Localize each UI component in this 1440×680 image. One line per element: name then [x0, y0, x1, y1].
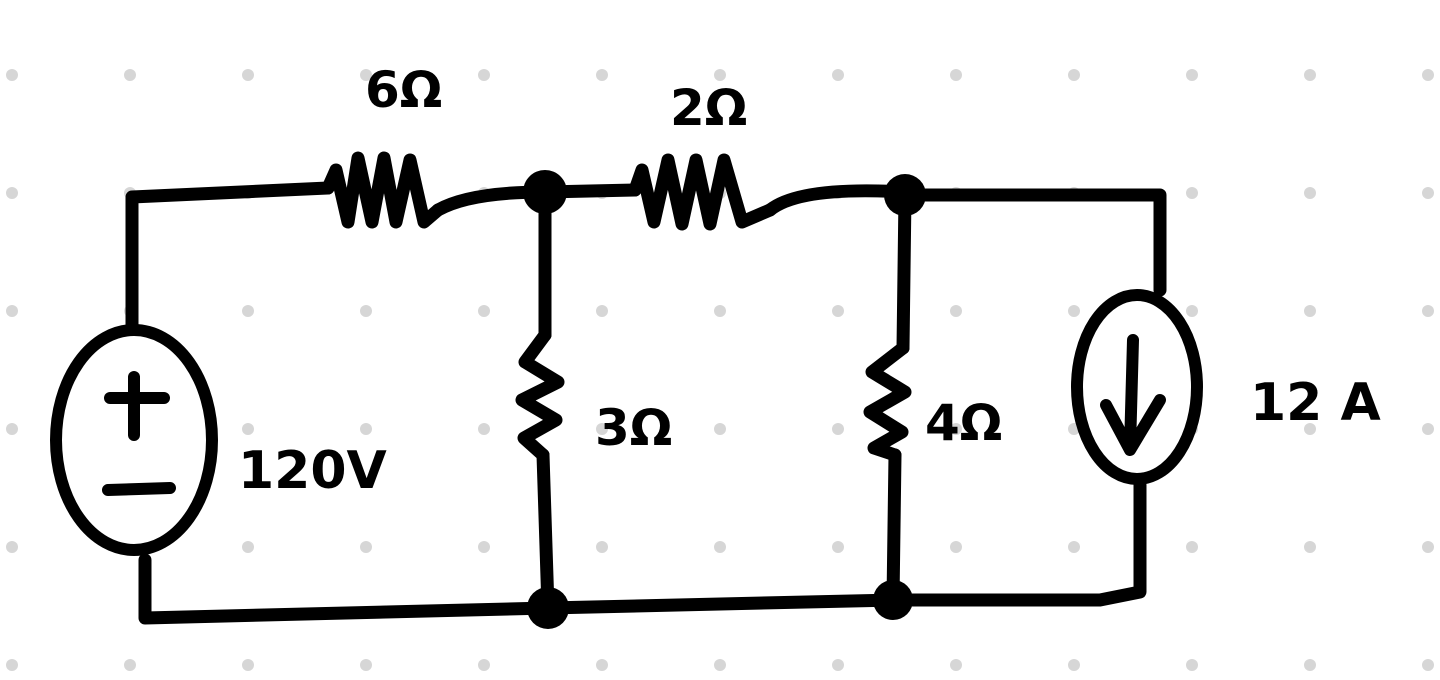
grid-dot: [1304, 423, 1316, 435]
resistor-2-ohm: [628, 153, 777, 231]
grid-dot: [360, 305, 372, 317]
grid-dot: [1422, 423, 1434, 435]
label-2-ohm: 2Ω: [670, 79, 747, 137]
grid-dot: [1186, 69, 1198, 81]
node-bottom-right: [873, 580, 913, 620]
grid-dot: [1304, 659, 1316, 671]
grid-dot: [1304, 69, 1316, 81]
grid-dot: [242, 69, 254, 81]
grid-dot: [1422, 659, 1434, 671]
dot-grid-background: [6, 69, 1434, 671]
grid-dot: [1068, 541, 1080, 553]
grid-dot: [714, 305, 726, 317]
grid-dot: [596, 659, 608, 671]
grid-dot: [950, 69, 962, 81]
wire-2ohm-to-node-b: [763, 184, 912, 217]
grid-dot: [1422, 541, 1434, 553]
grid-dot: [1186, 659, 1198, 671]
grid-dot: [832, 659, 844, 671]
label-3-ohm: 3Ω: [595, 399, 672, 457]
grid-dot: [950, 659, 962, 671]
grid-dot: [832, 423, 844, 435]
grid-dot: [1422, 69, 1434, 81]
grid-dot: [832, 541, 844, 553]
grid-dot: [1186, 541, 1198, 553]
grid-dot: [596, 305, 608, 317]
wire-4ohm-to-bottom: [886, 448, 902, 607]
wire-node-b-down: [896, 188, 912, 355]
minus-icon: [102, 482, 176, 496]
grid-dot: [242, 305, 254, 317]
grid-dot: [6, 541, 18, 553]
arrow-down-icon: [1100, 334, 1166, 456]
node-bottom-middle: [527, 587, 569, 629]
grid-dot: [360, 69, 372, 81]
grid-dot: [6, 423, 18, 435]
grid-dot: [596, 423, 608, 435]
grid-dot: [714, 541, 726, 553]
grid-dot: [1068, 659, 1080, 671]
grid-dot: [6, 659, 18, 671]
wire-3ohm-to-bottom: [536, 448, 555, 615]
voltage-source: [50, 324, 218, 556]
grid-dot: [360, 541, 372, 553]
current-source: [1071, 289, 1203, 485]
resistor-6-ohm: [321, 151, 445, 229]
label-120v: 120V: [238, 441, 387, 501]
grid-dot: [1186, 305, 1198, 317]
grid-dot: [1304, 305, 1316, 317]
grid-dot: [1422, 187, 1434, 199]
grid-dot: [242, 423, 254, 435]
label-12a: 12 A: [1250, 373, 1381, 433]
grid-dot: [950, 541, 962, 553]
grid-dot: [478, 541, 490, 553]
resistor-4-ohm: [863, 341, 912, 462]
node-top-middle: [523, 170, 567, 214]
wire-bottom-left: [138, 553, 555, 625]
grid-dot: [6, 187, 18, 199]
label-4-ohm: 4Ω: [925, 394, 1002, 452]
grid-dot: [1068, 69, 1080, 81]
grid-dot: [478, 659, 490, 671]
grid-dot: [950, 423, 962, 435]
resistor-3-ohm: [515, 328, 565, 462]
grid-dot: [1186, 187, 1198, 199]
grid-dot: [1422, 305, 1434, 317]
node-top-right: [884, 174, 926, 216]
wire-current-source-to-bottom: [886, 478, 1147, 607]
grid-dot: [714, 423, 726, 435]
grid-dot: [596, 69, 608, 81]
grid-dot: [714, 659, 726, 671]
label-6-ohm: 6Ω: [365, 61, 442, 119]
grid-dot: [360, 423, 372, 435]
grid-dot: [360, 659, 372, 671]
grid-dot: [950, 305, 962, 317]
grid-dot: [124, 659, 136, 671]
grid-dot: [242, 659, 254, 671]
wire-bottom-middle: [541, 593, 900, 615]
wire-left-top: [125, 181, 335, 337]
grid-dot: [6, 69, 18, 81]
grid-dot: [6, 305, 18, 317]
grid-dot: [596, 541, 608, 553]
grid-dot: [1304, 187, 1316, 199]
grid-dot: [124, 69, 136, 81]
grid-dot: [478, 69, 490, 81]
grid-dot: [832, 305, 844, 317]
grid-dot: [832, 69, 844, 81]
grid-dot: [714, 69, 726, 81]
grid-dot: [478, 305, 490, 317]
grid-dot: [1068, 305, 1080, 317]
grid-dot: [242, 541, 254, 553]
grid-dot: [478, 423, 490, 435]
grid-dot: [1304, 541, 1316, 553]
wire-node-b-to-right: [898, 188, 1167, 297]
